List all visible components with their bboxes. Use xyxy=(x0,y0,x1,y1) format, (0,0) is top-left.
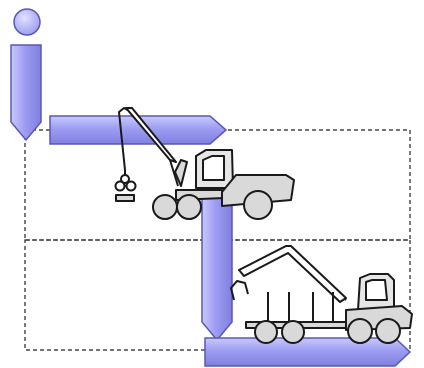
forwarder-machine-icon xyxy=(231,246,412,343)
circle-node-icon xyxy=(14,9,40,35)
flow-arrow-right-icon-2 xyxy=(205,338,410,366)
flow-arrow-down-icon xyxy=(11,45,41,140)
